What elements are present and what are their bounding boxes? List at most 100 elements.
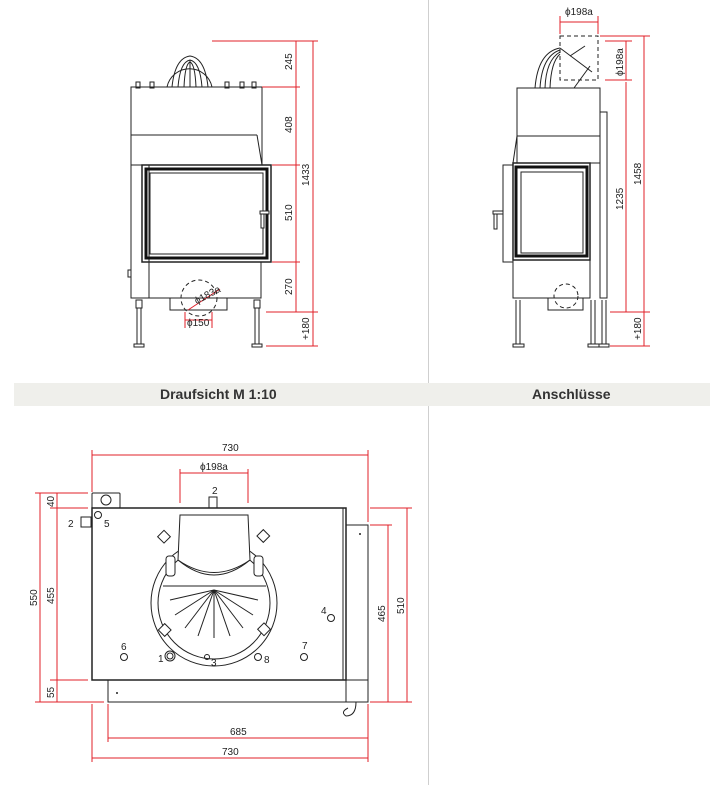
- drawing-line: [180, 279, 218, 317]
- drawing-line: [135, 299, 143, 309]
- dimension-label: ϕ183a: [193, 284, 223, 307]
- side-door: [512, 162, 591, 261]
- drawing-line: [213, 589, 231, 637]
- drawing-line: [213, 589, 259, 601]
- drawing-line: [171, 55, 209, 88]
- drawing-line: [189, 61, 197, 88]
- front-upper-body: [130, 86, 263, 166]
- port-2-left: 2: [68, 519, 74, 530]
- drawing-line: [130, 164, 150, 299]
- drawing-line: [100, 494, 112, 506]
- drawing-line: [107, 679, 369, 703]
- drawing-line: [127, 269, 132, 278]
- connection-ports: [94, 511, 361, 694]
- dimension-label: 455: [46, 587, 57, 604]
- drawing-line: [169, 589, 215, 601]
- drawing-line: [164, 650, 176, 662]
- drawing-line: [166, 652, 174, 660]
- drawing-line: [559, 47, 593, 73]
- drawing-line: [116, 692, 118, 694]
- drawing-line: [569, 45, 586, 57]
- dimension-label: ϕ198a: [565, 7, 593, 18]
- drawing-line: [547, 297, 584, 311]
- drawing-line: [133, 343, 145, 348]
- front-dimension-lines: [212, 40, 318, 347]
- section-band: Draufsicht M 1:10 Anschlüsse: [14, 383, 710, 406]
- drawing-line: [120, 653, 128, 661]
- radial-fins: [163, 585, 266, 638]
- drawing-line: [256, 528, 271, 544]
- top-dimension-lines: [35, 450, 412, 762]
- drawing-line: [345, 524, 369, 703]
- drawing-line: [251, 343, 263, 348]
- drawing-line: [144, 167, 269, 260]
- drawing-line: [156, 528, 272, 638]
- drawing-line: [534, 45, 593, 89]
- drawing-line: [599, 111, 608, 299]
- drawing-line: [197, 589, 215, 637]
- drawing-line: [254, 653, 262, 661]
- dimension-label: 730: [222, 443, 239, 454]
- drawing-line: [187, 288, 221, 311]
- dimension-label: ϕ150: [187, 318, 210, 329]
- side-upper-body: [516, 87, 601, 164]
- drawing-line: [534, 47, 561, 89]
- drawing-line: [573, 65, 591, 89]
- front-door: [141, 164, 272, 263]
- top-view-label: Draufsicht M 1:10: [160, 386, 277, 402]
- drawing-line: [135, 81, 141, 89]
- drawing-line: [300, 653, 308, 661]
- drawing-line: [239, 81, 245, 89]
- side-view: ϕ198a ϕ198a 1235 1458 +180: [492, 7, 650, 348]
- drawing-line: [80, 516, 92, 528]
- drawing-line: [189, 59, 203, 88]
- port-3: 3: [211, 658, 217, 669]
- front-view: ϕ183a ϕ150 245 408 510 270 1433 +180: [127, 40, 318, 348]
- drawing-line: [512, 259, 591, 299]
- ash-box: [169, 297, 228, 311]
- dimension-label: 408: [284, 116, 295, 133]
- dimension-label: 55: [46, 686, 57, 698]
- dimension-label: ϕ198a: [615, 48, 626, 76]
- drawing-line: [149, 81, 155, 89]
- drawing-line: [184, 589, 215, 629]
- drawing-line: [213, 589, 254, 616]
- dimension-label: +180: [301, 317, 312, 340]
- dimension-label: 270: [284, 278, 295, 295]
- dimension-label: 730: [222, 747, 239, 758]
- drawing-line: [587, 343, 600, 348]
- port-4: 4: [321, 606, 327, 617]
- drawing-line: [492, 210, 504, 215]
- drawing-line: [171, 55, 209, 88]
- drawing-line: [327, 614, 335, 622]
- drawing-line: [251, 81, 257, 89]
- drawing-line: [512, 343, 525, 348]
- drawing-line: [256, 134, 263, 166]
- drawing-line: [224, 81, 230, 89]
- drawing-line: [208, 496, 218, 509]
- dimension-label: ϕ198a: [200, 462, 228, 473]
- drawing-line: [94, 511, 102, 519]
- drawing-line: [520, 171, 584, 254]
- dimension-label: 685: [230, 727, 247, 738]
- dimension-label: 40: [46, 495, 57, 507]
- connections-label: Anschlüsse: [532, 386, 611, 402]
- drawing-line: [253, 555, 264, 577]
- dimension-label: 510: [284, 204, 295, 221]
- front-legs: [133, 299, 263, 348]
- port-8: 8: [264, 655, 270, 666]
- dimension-label: 1235: [615, 187, 626, 210]
- drawing-line: [514, 165, 589, 258]
- dimension-label: 550: [29, 589, 40, 606]
- drawing-line: [256, 622, 272, 637]
- drawing-line: [156, 529, 172, 544]
- dimension-label: 510: [396, 597, 407, 614]
- drawing-line: [544, 51, 561, 89]
- drawing-line: [553, 283, 579, 309]
- port-1: 1: [158, 654, 164, 665]
- drawing-line: [157, 622, 172, 638]
- port-7: 7: [302, 641, 308, 652]
- port-2-top: 2: [212, 486, 218, 497]
- drawing-line: [359, 533, 361, 535]
